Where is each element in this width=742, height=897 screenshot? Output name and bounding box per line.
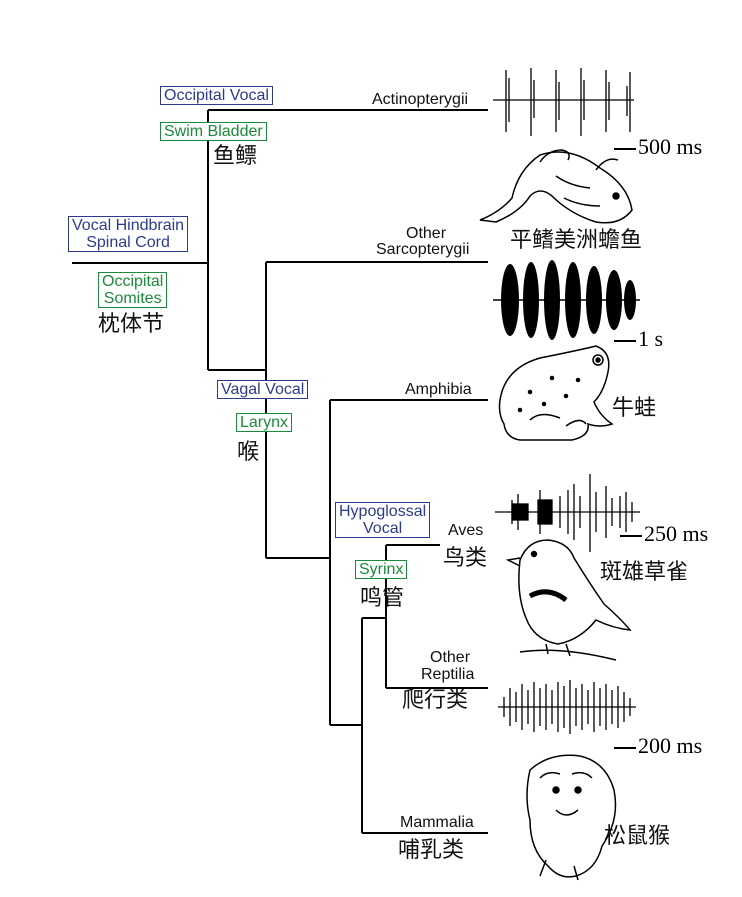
trait-vagal-vocal: Vagal Vocal [217, 380, 309, 399]
toadfish-drawing [479, 149, 633, 224]
trait-vocal-hindbrain-line2: Spinal Cord [86, 234, 170, 251]
trait-syrinx: Syrinx [355, 560, 408, 579]
trait-syrinx-cn: 鸣管 [360, 586, 405, 611]
scale-bar-fish-label: 500 ms [638, 134, 703, 159]
scale-bar-finch: 250 ms [620, 523, 708, 545]
scale-bar-monkey-label: 200 ms [638, 733, 703, 758]
trait-hypoglossal-line2: Vocal [363, 520, 403, 537]
scale-bar-frog-label: 1 s [638, 326, 664, 351]
scale-bar-fish: 500 ms [614, 136, 702, 158]
trait-hypoglossal-vocal: Hypoglossal Vocal [335, 502, 431, 538]
tree-branches [72, 109, 488, 834]
trait-occipital-somites-cn: 枕体节 [98, 312, 165, 337]
species-squirrel-monkey-cn: 松鼠猴 [604, 824, 671, 849]
taxon-other-sarcopterygii-line2: Sarcopterygii [376, 241, 470, 258]
trait-occipital-somites-line2: Somites [103, 290, 162, 307]
trait-vocal-hindbrain-line1: Vocal Hindbrain [72, 217, 185, 234]
taxon-aves: Aves [448, 522, 484, 539]
trait-larynx: Larynx [236, 413, 293, 432]
species-toadfish-cn: 平鳍美洲蟾鱼 [510, 228, 643, 253]
trait-larynx-cn: 喉 [237, 440, 260, 465]
species-bullfrog-cn: 牛蛙 [612, 396, 657, 421]
taxon-actinopterygii: Actinopterygii [372, 91, 469, 108]
scale-bar-finch-label: 250 ms [644, 521, 709, 546]
taxon-mammalia: Mammalia [400, 814, 474, 831]
taxon-other-sarcopterygii-line1: Other [406, 225, 447, 242]
taxon-other-reptilia-line1: Other [430, 649, 471, 666]
scale-bar-frog: 1 s [614, 328, 663, 350]
finch-drawing [505, 539, 632, 661]
trait-occipital-somites: Occipital Somites [98, 272, 168, 308]
scale-bar-monkey: 200 ms [614, 735, 702, 757]
trait-occipital-vocal: Occipital Vocal [160, 86, 273, 105]
frog-drawing [498, 345, 614, 441]
waveform-monkey [498, 680, 636, 734]
taxon-amphibia: Amphibia [405, 381, 472, 398]
taxon-aves-cn: 鸟类 [443, 546, 488, 571]
squirrel-monkey-drawing [526, 754, 617, 881]
trait-vocal-hindbrain: Vocal Hindbrain Spinal Cord [68, 216, 189, 252]
taxon-reptilia-cn: 爬行类 [402, 688, 469, 713]
trait-occipital-somites-line1: Occipital [102, 273, 164, 290]
waveform-frog [493, 260, 640, 340]
species-zebra-finch-cn: 斑雄草雀 [600, 560, 689, 585]
trait-swim-bladder: Swim Bladder [160, 122, 267, 141]
taxon-other-reptilia-line2: Reptilia [421, 666, 475, 683]
trait-swim-bladder-cn: 鱼鳔 [213, 144, 258, 169]
waveform-finch [495, 474, 640, 552]
taxon-mammalia-cn: 哺乳类 [398, 838, 465, 863]
waveform-fish [493, 68, 634, 136]
trait-hypoglossal-line1: Hypoglossal [339, 503, 427, 520]
